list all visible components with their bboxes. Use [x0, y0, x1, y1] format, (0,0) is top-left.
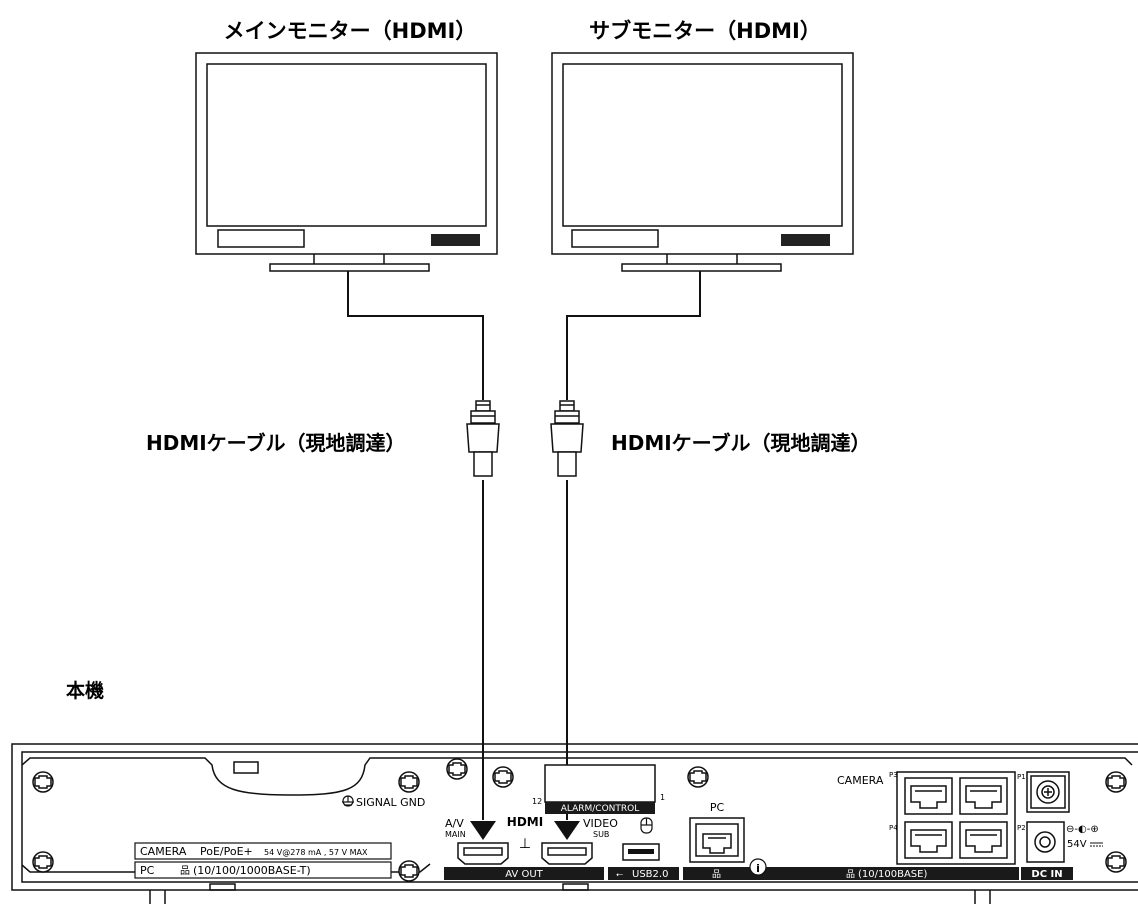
hdmi-plug-left [466, 400, 500, 477]
arrow-to-main-port [470, 821, 496, 840]
pc-port-label: PC [710, 801, 725, 814]
dc-polarity-icon: ⊖-◐-⊕ [1066, 824, 1099, 835]
screw-icon [492, 766, 514, 788]
network-icon: 品 [712, 869, 721, 880]
hdmi-port-sub[interactable] [541, 842, 593, 865]
info-icon: i [749, 858, 767, 876]
spec-camera-rating: 54 V@278 mA , 57 V MAX [264, 848, 368, 857]
alarm-pin-left: 12 [532, 797, 542, 806]
monitor-button-bar [217, 229, 305, 248]
main-monitor [195, 52, 498, 272]
poe-port-p1 [959, 777, 1008, 815]
cable-left-label: HDMIケーブル（現地調達） [146, 431, 405, 455]
camera-lan-label: (10/100BASE) [858, 869, 927, 880]
speaker-grille [431, 234, 480, 246]
spec-pc-lan: (10/100/1000BASE-T) [193, 864, 311, 877]
screw-icon [687, 766, 709, 788]
poe-port-p2 [959, 821, 1008, 859]
cable-right-label: HDMIケーブル（現地調達） [611, 431, 870, 455]
spec-pc-box [134, 861, 392, 879]
ground-symbol: ⊥ [519, 836, 531, 852]
screw-icon [1105, 771, 1127, 793]
video-sub-top-label: VIDEO [583, 817, 618, 830]
alarm-pin-right: 1 [660, 793, 665, 802]
main-monitor-label: メインモニター（HDMI） [224, 19, 477, 43]
mouse-icon [640, 817, 653, 834]
port-p2-label: P2 [1017, 824, 1026, 832]
spec-camera-poe: PoE/PoE+ [200, 845, 253, 858]
alarm-control-label: ALARM/CONTROL [561, 804, 640, 814]
lan-bar [683, 867, 1019, 880]
hdmi-plug-right [550, 400, 584, 477]
usb-bar [608, 867, 679, 880]
screw-icon [446, 758, 468, 780]
poe-port-p4 [904, 821, 953, 859]
sub-monitor [551, 52, 854, 272]
signal-gnd-label: SIGNAL GND [356, 796, 425, 809]
svg-text:i: i [756, 862, 760, 875]
dc-in-jack[interactable] [1026, 821, 1065, 863]
spec-pc-name: PC [140, 864, 155, 877]
video-sub-bottom-label: SUB [593, 830, 609, 839]
ground-icon [342, 795, 354, 807]
monitor-button-bar [571, 229, 659, 248]
network-icon: 品 [846, 869, 855, 880]
hdmi-cable-main [347, 271, 484, 820]
camera-poe-ports[interactable] [896, 771, 1016, 865]
screw-icon [32, 771, 54, 793]
spec-camera-box [134, 842, 392, 860]
port-p4-label: P4 [889, 824, 898, 832]
speaker-grille [781, 234, 830, 246]
screw-icon [1105, 851, 1127, 873]
dc-in-bar [1021, 867, 1073, 880]
dc-voltage-label: 54V [1067, 839, 1087, 850]
hdmi-logo: HDMI [507, 815, 543, 829]
port-p1-label: P1 [1017, 773, 1026, 781]
camera-ports-label: CAMERA [837, 774, 884, 787]
av-main-bottom-label: MAIN [445, 830, 466, 839]
screw-icons [32, 758, 1127, 882]
alarm-control-bar [545, 802, 655, 814]
screw-icon [32, 851, 54, 873]
usb-label: USB2.0 [632, 869, 668, 880]
poe-port-p3 [904, 777, 953, 815]
screw-icon [398, 771, 420, 793]
dc-clamp [1026, 771, 1070, 813]
network-icon: 品 [180, 865, 190, 877]
pc-lan-port[interactable] [689, 817, 745, 863]
alarm-terminal-block [544, 764, 656, 803]
av-main-top-label: A/V [445, 817, 464, 830]
hdmi-cable-sub [566, 271, 701, 820]
arrow-to-sub-port [554, 821, 580, 840]
usb-icon: ⭠ [616, 870, 623, 880]
av-out-label: AV OUT [505, 869, 543, 880]
unit-label: 本機 [66, 679, 104, 702]
hdmi-port-main[interactable] [457, 842, 509, 865]
spec-camera-name: CAMERA [140, 845, 187, 858]
dc-in-label: DC IN [1031, 869, 1062, 880]
screw-icon [398, 860, 420, 882]
port-p3-label: P3 [889, 771, 898, 779]
sub-monitor-label: サブモニター（HDMI） [589, 19, 821, 43]
av-out-bar [444, 867, 604, 880]
